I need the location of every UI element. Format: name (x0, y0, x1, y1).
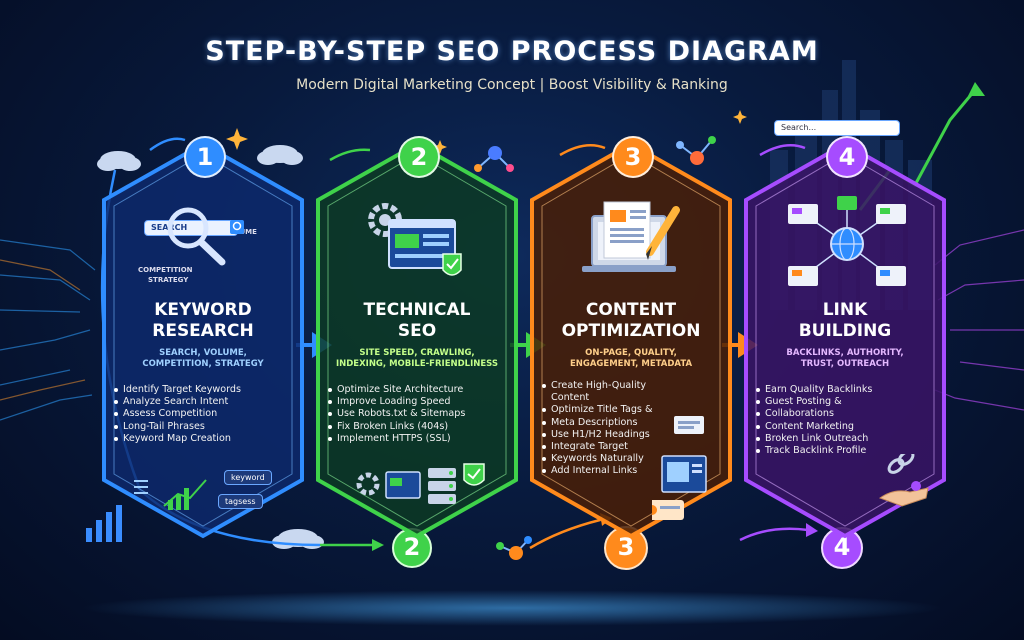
tagline-line1: BACKLINKS, AUTHORITY, (786, 348, 904, 358)
step-item-list: Create High-Quality Content Optimize Tit… (542, 380, 682, 478)
content-cards-icon (652, 416, 707, 520)
network-node-icon (474, 136, 716, 560)
list-item: Track Backlink Profile (756, 445, 941, 457)
step-tagline: BACKLINKS, AUTHORITY, TRUST, OUTREACH (748, 348, 942, 370)
laptop-pencil-icon (582, 201, 680, 272)
list-item: Analyze Search Intent (114, 396, 299, 408)
list-item: Long-Tail Phrases (114, 421, 299, 433)
server-tools-icon (356, 463, 485, 504)
list-item: Meta Descriptions (542, 417, 682, 429)
step-tagline: SEARCH, VOLUME, COMPETITION, STRATEGY (106, 348, 300, 370)
list-item: Identify Target Keywords (114, 384, 299, 396)
list-item: Assess Competition (114, 408, 299, 420)
card-frame (744, 141, 946, 539)
bottom-badge-2: 2 (403, 533, 421, 561)
list-item: Keywords Naturally (542, 453, 682, 465)
list-item: Improve Loading Speed (328, 396, 513, 408)
list-item: Fix Broken Links (404s) (328, 421, 513, 433)
step-badge: 1 (184, 136, 226, 178)
search-placeholder: Search... (781, 123, 817, 132)
list-item: Implement HTTPS (SSL) (328, 433, 513, 445)
globe-network-icon (788, 196, 906, 286)
step-card-content-optimization: 3 CONTENT OPTIMIZATION ON-PAGE, Q (522, 136, 740, 540)
magnifier-icon (167, 207, 244, 266)
tagline-line2: TRUST, OUTREACH (800, 359, 890, 369)
bar-chart-icon (86, 505, 122, 542)
competition-label: COMPETITION (138, 266, 193, 274)
tagline-line2: ENGAGEMENT, METADATA (569, 359, 693, 369)
step-heading-line2: RESEARCH (152, 321, 254, 341)
step-card-link-building: 4 Search... (736, 120, 954, 540)
step-heading: LINK BUILDING (736, 300, 954, 342)
step-card-technical-seo: 2 TECHNICAL SEO SITE SPEED, CRAWLING, IN… (308, 136, 526, 540)
circuit-lines-left (0, 239, 96, 421)
step-heading: TECHNICAL SEO (308, 300, 526, 342)
step-tagline: ON-PAGE, QUALITY, ENGAGEMENT, METADATA (534, 348, 728, 370)
handshake-link-icon (878, 454, 929, 507)
step-badge: 2 (398, 136, 440, 178)
list-item: Guest Posting & (756, 396, 941, 408)
list-item: Earn Quality Backlinks (756, 384, 941, 396)
strategy-label: STRATEGY (148, 276, 189, 284)
list-item: Content Marketing (756, 421, 941, 433)
card-frame (316, 141, 518, 539)
step-heading-line1: CONTENT (585, 300, 677, 320)
bottom-badge-4: 4 (833, 533, 851, 561)
floor-glow (82, 590, 942, 626)
trend-chart-icon (134, 479, 207, 510)
step-item-list: Identify Target Keywords Analyze Search … (114, 384, 299, 445)
diagram-subtitle: Modern Digital Marketing Concept | Boost… (296, 77, 728, 93)
step-heading-line1: LINK (822, 300, 868, 320)
list-item: Integrate Target (542, 441, 682, 453)
tagline-line1: ON-PAGE, QUALITY, (585, 348, 677, 358)
step-heading-line1: TECHNICAL (363, 300, 471, 320)
sparkle-icon (226, 110, 747, 154)
list-item: Optimize Site Architecture (328, 384, 513, 396)
card-frame (530, 141, 732, 539)
tagline-line1: SEARCH, VOLUME, (159, 348, 247, 358)
tagline-line2: INDEXING, MOBILE-FRIENDLINESS (335, 359, 499, 369)
step-heading-line1: KEYWORD (154, 300, 252, 320)
tag-chip: tagsess (218, 494, 263, 509)
list-item: Broken Link Outreach (756, 433, 941, 445)
gear-window-icon (368, 203, 462, 276)
list-item: Collaborations (756, 408, 941, 420)
step-heading: KEYWORD RESEARCH (94, 300, 312, 342)
card-frame (102, 141, 304, 539)
list-item: Use Robots.txt & Sitemaps (328, 408, 513, 420)
step-badge: 3 (612, 136, 654, 178)
step-heading-line2: SEO (397, 321, 437, 341)
cloud-icon (97, 145, 324, 549)
tagline-line1: SITE SPEED, CRAWLING, (359, 348, 475, 358)
step-item-list: Earn Quality Backlinks Guest Posting & C… (756, 384, 941, 457)
list-item: Add Internal Links (542, 465, 682, 477)
step-card-keyword-research: 1 VOLUME SEARCH COMPETITION STRATEGY KEY… (94, 136, 312, 540)
bottom-badge-3: 3 (617, 533, 635, 561)
list-item: Optimize Title Tags & (542, 404, 682, 416)
list-item: Use H1/H2 Headings (542, 429, 682, 441)
step-item-list: Optimize Site Architecture Improve Loadi… (328, 384, 513, 445)
keyword-chip: keyword (224, 470, 272, 485)
list-item: Keyword Map Creation (114, 433, 299, 445)
list-item: Create High-Quality Content (542, 380, 682, 404)
step-heading-line2: OPTIMIZATION (561, 321, 701, 341)
step-heading: CONTENT OPTIMIZATION (522, 300, 740, 342)
search-input[interactable]: Search... (774, 120, 900, 136)
step-heading-line2: BUILDING (798, 321, 892, 341)
step-badge: 4 (826, 136, 868, 178)
diagram-title: STEP-BY-STEP SEO PROCESS DIAGRAM (205, 36, 819, 67)
step-tagline: SITE SPEED, CRAWLING, INDEXING, MOBILE-F… (320, 348, 514, 370)
tagline-line2: COMPETITION, STRATEGY (142, 359, 264, 369)
